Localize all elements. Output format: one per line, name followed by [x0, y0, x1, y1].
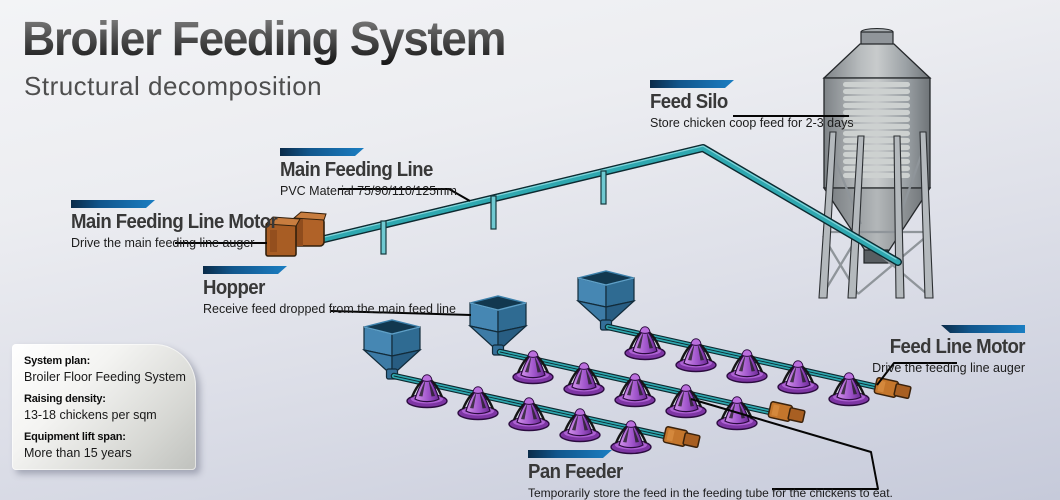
feed-silo-graphic — [818, 28, 934, 299]
label-title: Feed Silo — [650, 91, 728, 113]
label-title: Feed Line Motor — [889, 336, 1026, 358]
spec-label: Equipment lift span: — [24, 431, 126, 443]
spec-value: More than 15 years — [24, 446, 132, 460]
label-title: Pan Feeder — [528, 461, 623, 483]
accent-bar — [528, 450, 612, 458]
accent-bar — [941, 325, 1025, 333]
spec-label: Raising density: — [24, 393, 106, 405]
label-desc: Receive feed dropped from the main feed … — [203, 302, 456, 316]
spec-label: System plan: — [24, 355, 91, 367]
label-desc: Temporarily store the feed in the feedin… — [528, 486, 893, 500]
page-subtitle: Structural decomposition — [24, 71, 323, 101]
page-title: Broiler Feeding System — [22, 13, 506, 66]
drop-tubes — [380, 170, 607, 255]
label-feed-line-motor: Feed Line Motor Drive the feeding line a… — [865, 325, 1026, 375]
header: Broiler Feeding System Structural decomp… — [22, 12, 525, 102]
label-main-feeding-line-motor: Main Feeding Line Motor Drive the main f… — [71, 200, 293, 250]
spec-value: Broiler Floor Feeding System — [24, 370, 186, 384]
label-feed-silo: Feed Silo Store chicken coop feed for 2-… — [650, 80, 854, 130]
spec-value: 13-18 chickens per sqm — [24, 408, 157, 422]
pointer-pan-feeder — [690, 398, 879, 490]
label-main-feeding-line: Main Feeding Line PVC Material 75/90/110… — [280, 148, 457, 198]
label-desc: Drive the main feeding line auger — [71, 236, 255, 250]
main-feeding-line-pipe — [312, 144, 902, 266]
accent-bar — [203, 266, 287, 274]
label-title: Main Feeding Line — [280, 159, 433, 181]
label-desc: PVC Material 75/90/110/125mm — [280, 184, 457, 198]
label-pan-feeder: Pan Feeder Temporarily store the feed in… — [528, 450, 893, 500]
pointer-feed-line-motor — [876, 362, 957, 386]
system-spec-box: System plan: Broiler Floor Feeding Syste… — [12, 344, 196, 470]
label-title: Main Feeding Line Motor — [71, 211, 278, 233]
pointer-main-feeding-line — [338, 188, 471, 202]
accent-bar — [71, 200, 155, 208]
label-hopper: Hopper Receive feed dropped from the mai… — [203, 266, 456, 316]
label-desc: Drive the feeding line auger — [872, 361, 1025, 375]
pointer-lines — [175, 115, 957, 490]
pointer-hopper — [330, 310, 472, 316]
label-title: Hopper — [203, 277, 265, 299]
silo-corrugation-rings — [843, 82, 910, 178]
accent-bar — [650, 80, 734, 88]
pan-feeder-graphics — [405, 325, 871, 455]
main-feeding-line-motor-graphic — [264, 211, 327, 257]
label-desc: Store chicken coop feed for 2-3 days — [650, 116, 854, 130]
accent-bar — [280, 148, 364, 156]
